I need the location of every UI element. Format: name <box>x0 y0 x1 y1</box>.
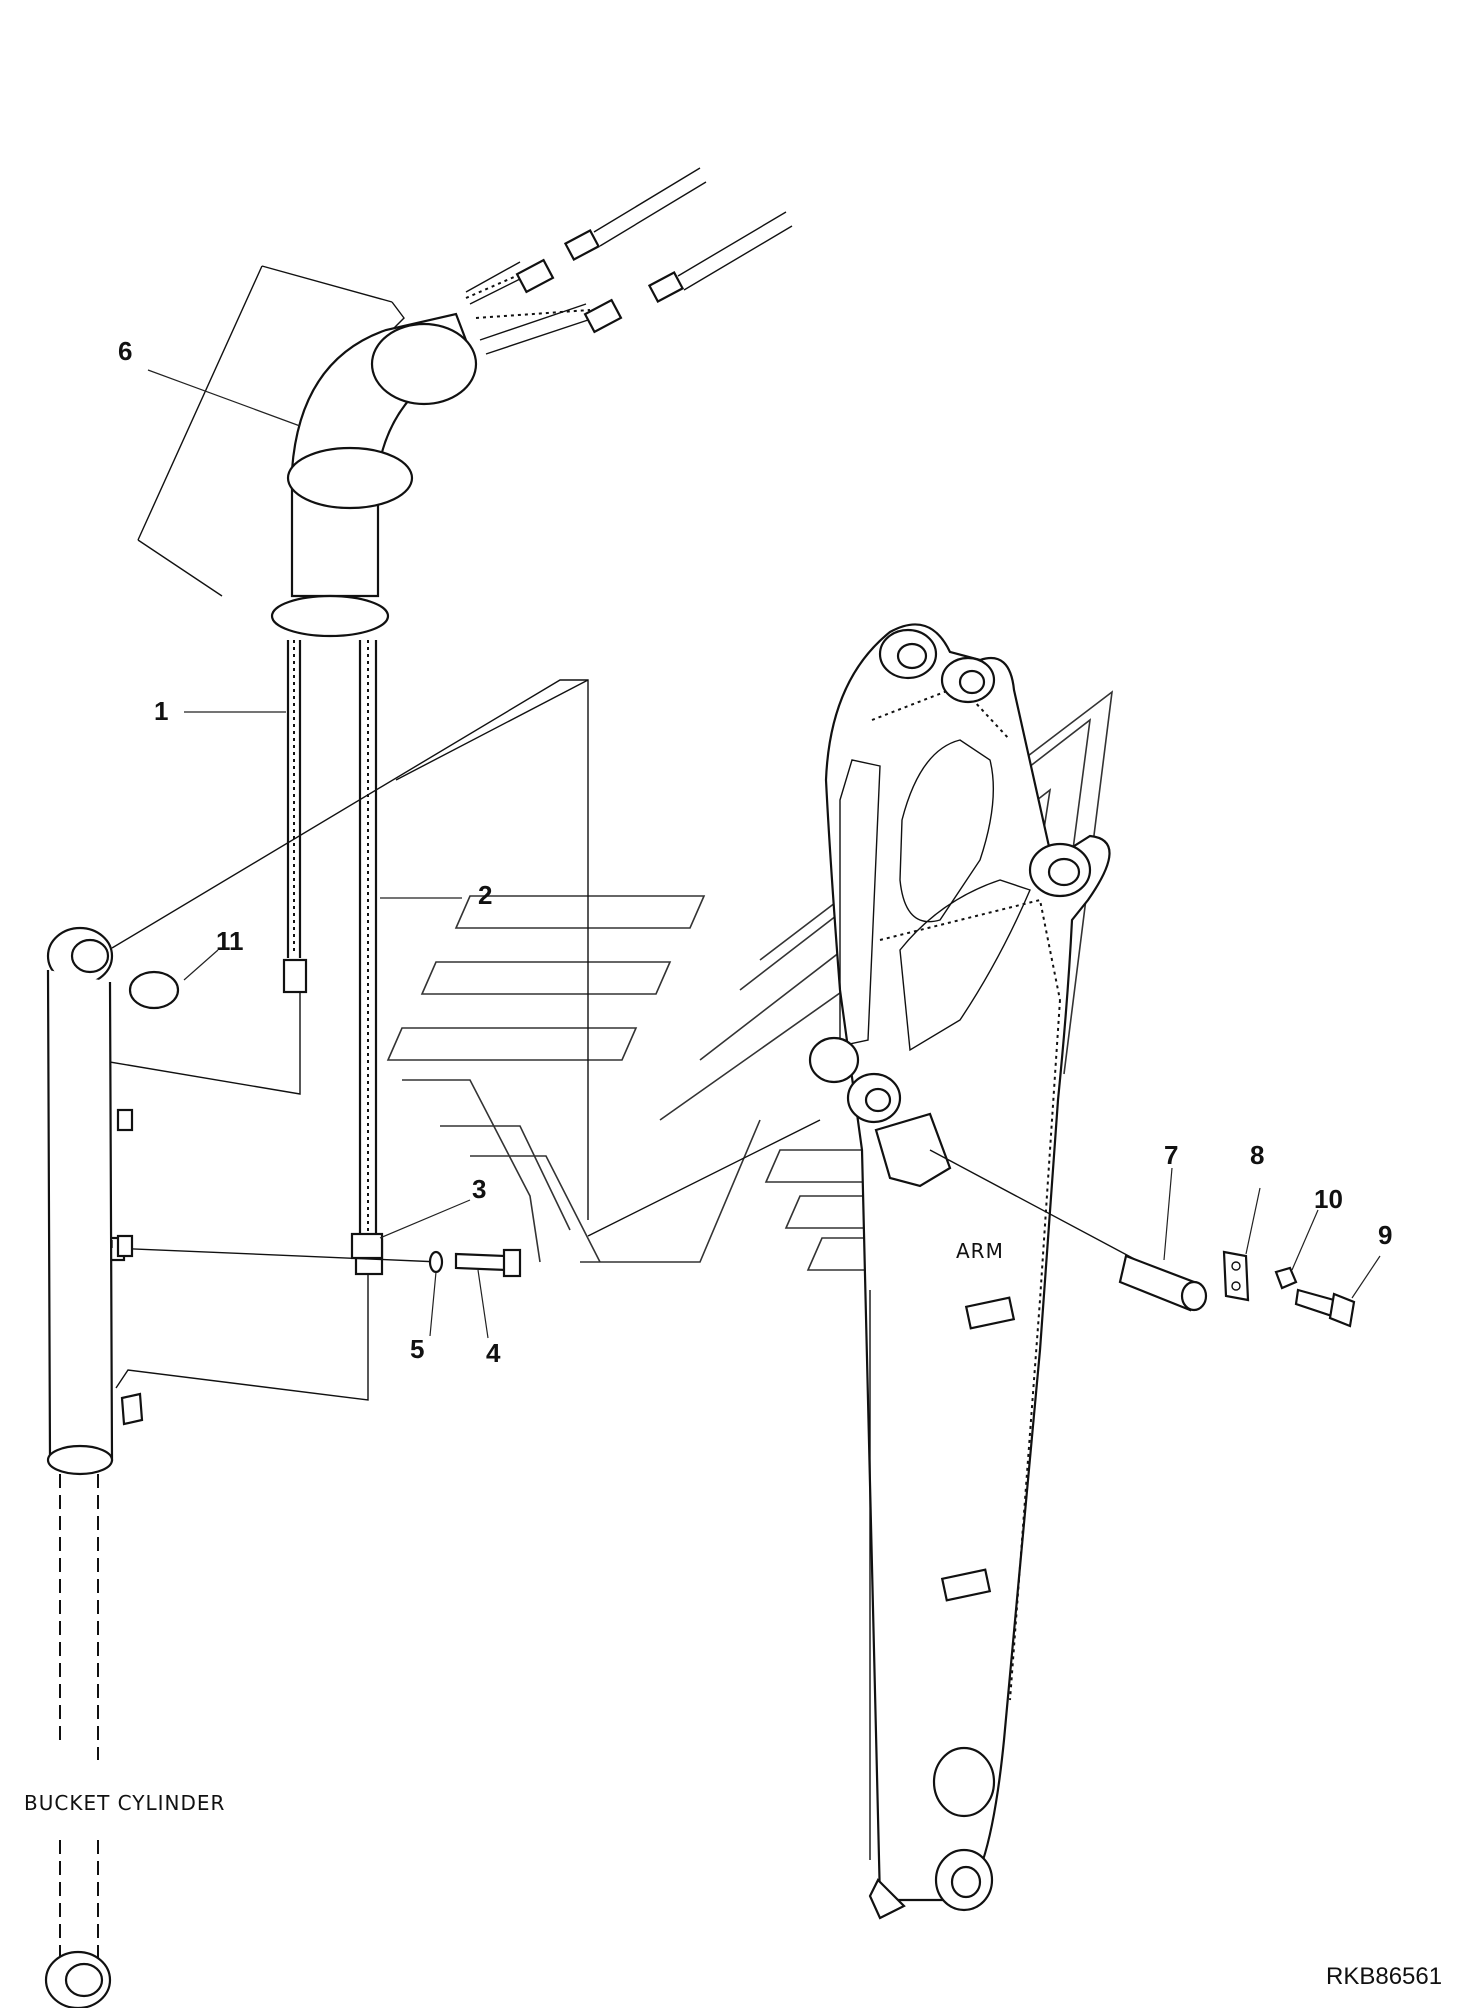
callout-1: 1 <box>154 696 168 726</box>
hose-clamp-assembly <box>137 167 793 638</box>
callout-5: 5 <box>410 1334 424 1364</box>
leader-lines <box>147 369 1381 1339</box>
pin-7 <box>929 1149 1208 1312</box>
reference-lines <box>111 679 821 1248</box>
bolt-9 <box>1294 1288 1356 1328</box>
bucket-cylinder <box>44 926 144 2008</box>
plate-8 <box>1222 1250 1250 1302</box>
callout-9: 9 <box>1378 1220 1392 1250</box>
callout-labels: 1 2 3 4 5 6 7 8 9 10 11 <box>118 336 1392 1368</box>
bolt-4 <box>454 1248 522 1278</box>
callout-6: 6 <box>118 336 132 366</box>
washer-10 <box>1274 1266 1298 1290</box>
drawing-reference: RKB86561 <box>1326 1963 1442 1990</box>
callout-2: 2 <box>478 880 492 910</box>
callout-10: 10 <box>1314 1184 1343 1214</box>
bucket-cylinder-label: BUCKET CYLINDER <box>24 1791 225 1815</box>
clamp-bracket <box>106 1232 441 1263</box>
washer-5 <box>428 1250 444 1274</box>
arm <box>808 623 1111 1920</box>
washer-11 <box>128 970 180 1010</box>
hose-1 <box>103 640 308 1095</box>
callout-8: 8 <box>1250 1140 1264 1170</box>
callout-11: 11 <box>216 926 244 956</box>
callout-4: 4 <box>486 1338 501 1368</box>
callout-7: 7 <box>1164 1140 1178 1170</box>
callout-3: 3 <box>472 1174 486 1204</box>
arm-label: ARM <box>956 1239 1004 1263</box>
hose-2 <box>115 640 384 1401</box>
